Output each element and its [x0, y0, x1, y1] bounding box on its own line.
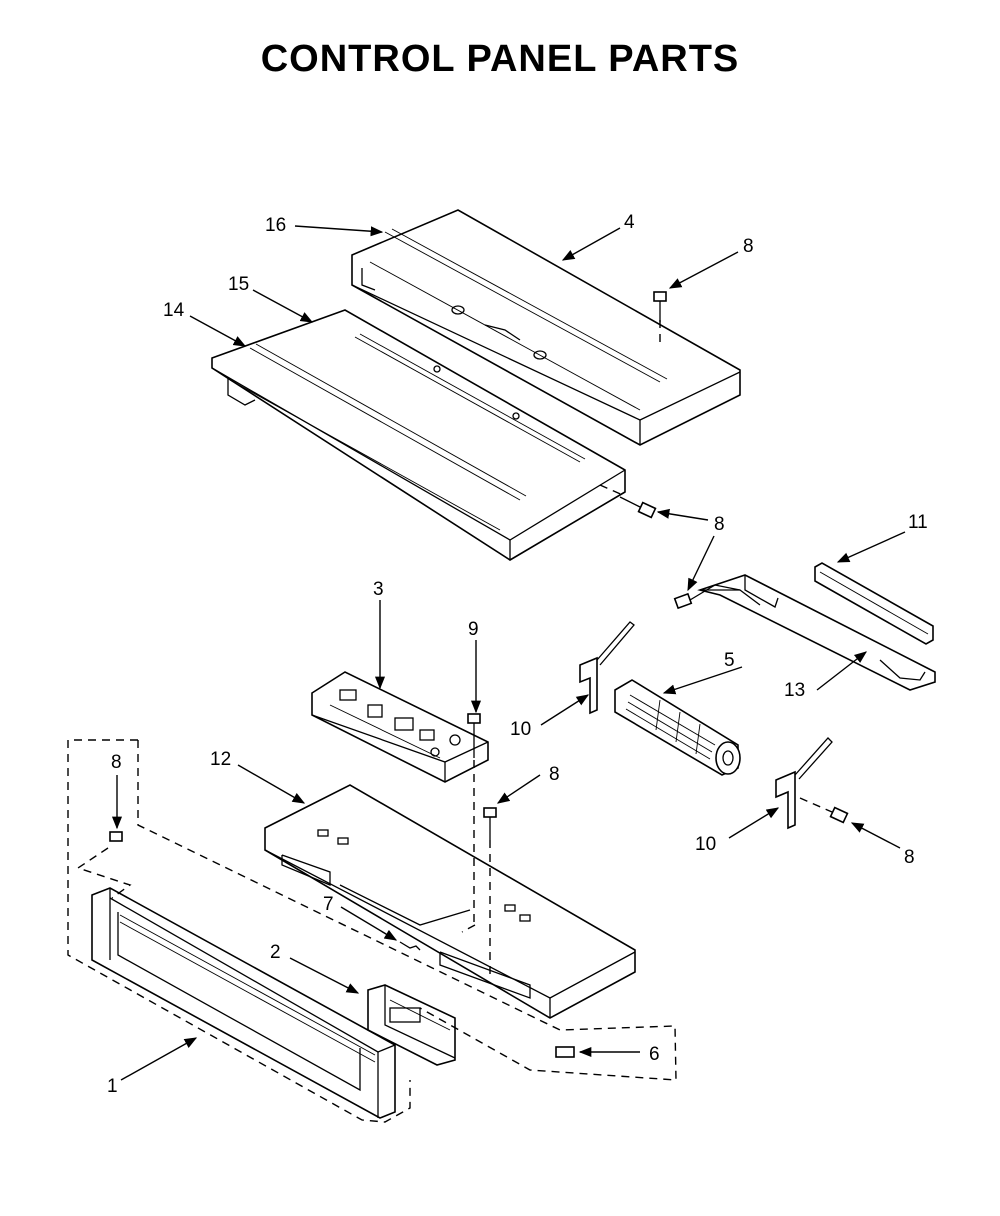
screw-8-left: [109, 831, 123, 842]
screw-8-right: [829, 806, 849, 824]
part-11-strip: [814, 562, 934, 645]
part-2-ui-board: [367, 984, 456, 1066]
screw-6: [555, 1046, 575, 1058]
callout-15: 15: [228, 274, 249, 295]
screw-8-side: [619, 496, 657, 519]
screw-8-middle: [483, 807, 497, 840]
callout-8-middle: 8: [549, 764, 560, 785]
callout-14: 14: [163, 300, 185, 321]
part-5-blower-fan: [614, 679, 741, 776]
part-3-control-board: [311, 671, 489, 783]
clip-7: [399, 941, 421, 951]
part-12-base-panel: [264, 784, 636, 1019]
callout-3: 3: [373, 579, 384, 600]
screw-8-bracket: [673, 584, 741, 610]
callout-1: 1: [107, 1076, 118, 1097]
part-1-front-trim: [91, 887, 396, 1119]
part-10-bracket-upper: [579, 621, 635, 715]
screw-8-top: [653, 291, 667, 322]
leader-lines: [111, 225, 906, 1081]
callout-6: 6: [649, 1044, 660, 1065]
callout-2: 2: [270, 942, 281, 963]
callout-10-lower: 10: [695, 834, 716, 855]
part-4-top-panel: [351, 209, 741, 446]
callout-10-upper: 10: [510, 719, 531, 740]
callout-7: 7: [323, 894, 334, 915]
callout-8-right: 8: [904, 847, 915, 868]
callout-8-left: 8: [111, 752, 122, 773]
callout-8-top: 8: [743, 236, 754, 257]
part-15-lower-panel: [211, 309, 626, 561]
callout-4: 4: [624, 212, 635, 233]
dashed-assembly-lines: [67, 320, 833, 1123]
callout-12: 12: [210, 749, 231, 770]
diagram-title: CONTROL PANEL PARTS: [260, 38, 740, 80]
part-10-bracket-lower: [775, 737, 833, 830]
callout-13: 13: [784, 680, 805, 701]
callout-labels: 1 2 3 4 5 6 7 8 8 8 8 8 9 10 10 11 12 13…: [107, 212, 928, 1097]
callout-8-side: 8: [714, 514, 725, 535]
callout-5: 5: [724, 650, 735, 671]
callout-9: 9: [468, 619, 479, 640]
callout-11: 11: [908, 512, 928, 533]
screw-9: [467, 713, 481, 758]
part-13-bracket: [697, 574, 936, 691]
callout-16: 16: [265, 215, 286, 236]
